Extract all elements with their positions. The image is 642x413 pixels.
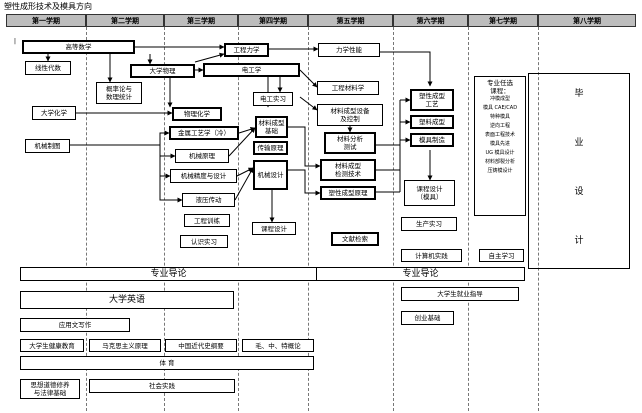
course-computer-practice: 计算机实践 bbox=[401, 249, 462, 262]
elective-courses-box: 专业任选 课程： 冲模成型 模具 CAE/CAD 特种模具 逆向工程 表面工程技… bbox=[474, 76, 526, 216]
course-plastic-molding: 塑料成型 bbox=[410, 115, 454, 129]
column-separator bbox=[238, 27, 239, 411]
column-separator bbox=[86, 27, 87, 411]
semester-2-header: 第二学期 bbox=[86, 14, 164, 27]
course-college-english: 大学英语 bbox=[20, 291, 234, 309]
course-engineering-training: 工程训练 bbox=[184, 214, 230, 227]
column-separator bbox=[393, 27, 394, 411]
column-marker: | bbox=[13, 37, 17, 45]
course-electrician-practice: 电工实习 bbox=[253, 92, 293, 106]
semester-1-header: 第一学期 bbox=[6, 14, 86, 27]
course-social-practice: 社会实践 bbox=[89, 379, 235, 393]
course-applied-writing: 应用文写作 bbox=[20, 318, 130, 332]
course-mold-manufacturing: 模具制造 bbox=[410, 133, 454, 147]
semester-4-header: 第四学期 bbox=[238, 14, 308, 27]
course-mechanical-design: 机械设计 bbox=[253, 160, 288, 190]
elective-item: 压铸模设计 bbox=[487, 168, 513, 174]
column-separator bbox=[468, 27, 469, 411]
course-major-introduction-2: 专业导论 bbox=[316, 267, 525, 281]
course-mold-design-project: 课程设计 （模具） bbox=[404, 180, 455, 206]
course-hydraulic-transmission: 液压传动 bbox=[182, 193, 235, 207]
course-plastic-forming-principles: 塑性成型原理 bbox=[320, 186, 376, 200]
course-mechanical-properties: 力学性能 bbox=[318, 43, 380, 57]
elective-item: 特种模具 bbox=[489, 114, 510, 120]
semester-8-header: 第八学期 bbox=[538, 14, 636, 27]
elective-item: UG 模具设计 bbox=[485, 150, 515, 156]
graduation-design-box: 毕 业 设 计 bbox=[528, 73, 630, 269]
course-forming-inspection: 材料成型 检测技术 bbox=[320, 159, 376, 181]
course-marxism-principles: 马克思主义原理 bbox=[89, 339, 161, 352]
course-electrotechnics: 电工学 bbox=[203, 63, 300, 77]
elective-item: 冲模成型 bbox=[489, 96, 510, 102]
diagram-title: 塑性成形技术及模具方向 bbox=[4, 2, 92, 11]
course-employment-guidance: 大学生就业指导 bbox=[401, 287, 519, 301]
course-metal-technology: 金属工艺学（冷） bbox=[169, 126, 239, 140]
graduation-char: 设 bbox=[574, 187, 584, 197]
course-physical-education: 体 育 bbox=[20, 356, 314, 370]
semester-3-header: 第三学期 bbox=[164, 14, 238, 27]
course-major-introduction-1: 专业导论 bbox=[20, 267, 317, 281]
course-mechanical-precision: 机械精度与设计 bbox=[170, 169, 237, 183]
elective-item: 材料部裂分析 bbox=[484, 159, 515, 165]
elective-item: 模具先进 bbox=[489, 141, 510, 147]
course-course-design: 课程设计 bbox=[252, 222, 296, 235]
course-cognition-practice: 认识实习 bbox=[180, 235, 228, 248]
elective-heading: 专业任选 课程： bbox=[487, 79, 513, 95]
course-entrepreneurship-basics: 创业基础 bbox=[401, 311, 454, 325]
course-forming-fundamentals: 材料成型 基础 bbox=[255, 116, 288, 138]
course-mechanical-principles: 机械原理 bbox=[175, 149, 229, 163]
course-literature-retrieval: 文献检索 bbox=[331, 232, 379, 246]
elective-item: 逆向工程 bbox=[489, 123, 510, 129]
elective-item: 表面工程技术 bbox=[484, 132, 515, 138]
course-morality-and-law: 思想道德修养 与法律基础 bbox=[20, 379, 80, 399]
course-health-education: 大学生健康教育 bbox=[20, 339, 84, 352]
course-mao-theory: 毛、中、特概论 bbox=[242, 339, 314, 352]
semester-6-header: 第六学期 bbox=[393, 14, 468, 27]
course-plastic-forming-process: 塑性成型 工艺 bbox=[410, 89, 454, 111]
graduation-char: 业 bbox=[574, 138, 584, 148]
elective-item: 模具 CAE/CAD bbox=[482, 105, 518, 111]
course-production-practice: 生产实习 bbox=[401, 217, 457, 231]
course-college-physics: 大学物理 bbox=[130, 64, 195, 78]
graduation-char: 毕 bbox=[574, 89, 584, 99]
column-separator bbox=[538, 27, 539, 411]
course-linear-algebra: 线性代数 bbox=[25, 61, 71, 75]
course-mechanical-drawing: 机械制图 bbox=[25, 139, 70, 153]
course-independent-study: 自主学习 bbox=[479, 249, 524, 262]
course-engineering-materials: 工程材料学 bbox=[317, 81, 379, 95]
semester-7-header: 第七学期 bbox=[468, 14, 538, 27]
course-transport-principles: 传输原理 bbox=[253, 141, 288, 155]
course-advanced-math: 高等数学 bbox=[22, 40, 135, 54]
course-forming-equipment: 材料成型设备 及控制 bbox=[317, 104, 383, 126]
course-modern-chinese-history: 中国近代史纲要 bbox=[165, 339, 237, 352]
course-college-chemistry: 大学化学 bbox=[32, 106, 76, 120]
course-physical-chemistry: 物理化学 bbox=[172, 107, 222, 121]
course-engineering-mechanics: 工程力学 bbox=[224, 43, 269, 57]
graduation-char: 计 bbox=[574, 236, 584, 246]
course-material-analysis: 材料分析 测试 bbox=[324, 132, 376, 154]
semester-5-header: 第五学期 bbox=[308, 14, 393, 27]
column-separator bbox=[308, 27, 309, 411]
column-separator bbox=[164, 27, 165, 411]
course-probability-statistics: 概率论与 数理统计 bbox=[96, 82, 142, 104]
